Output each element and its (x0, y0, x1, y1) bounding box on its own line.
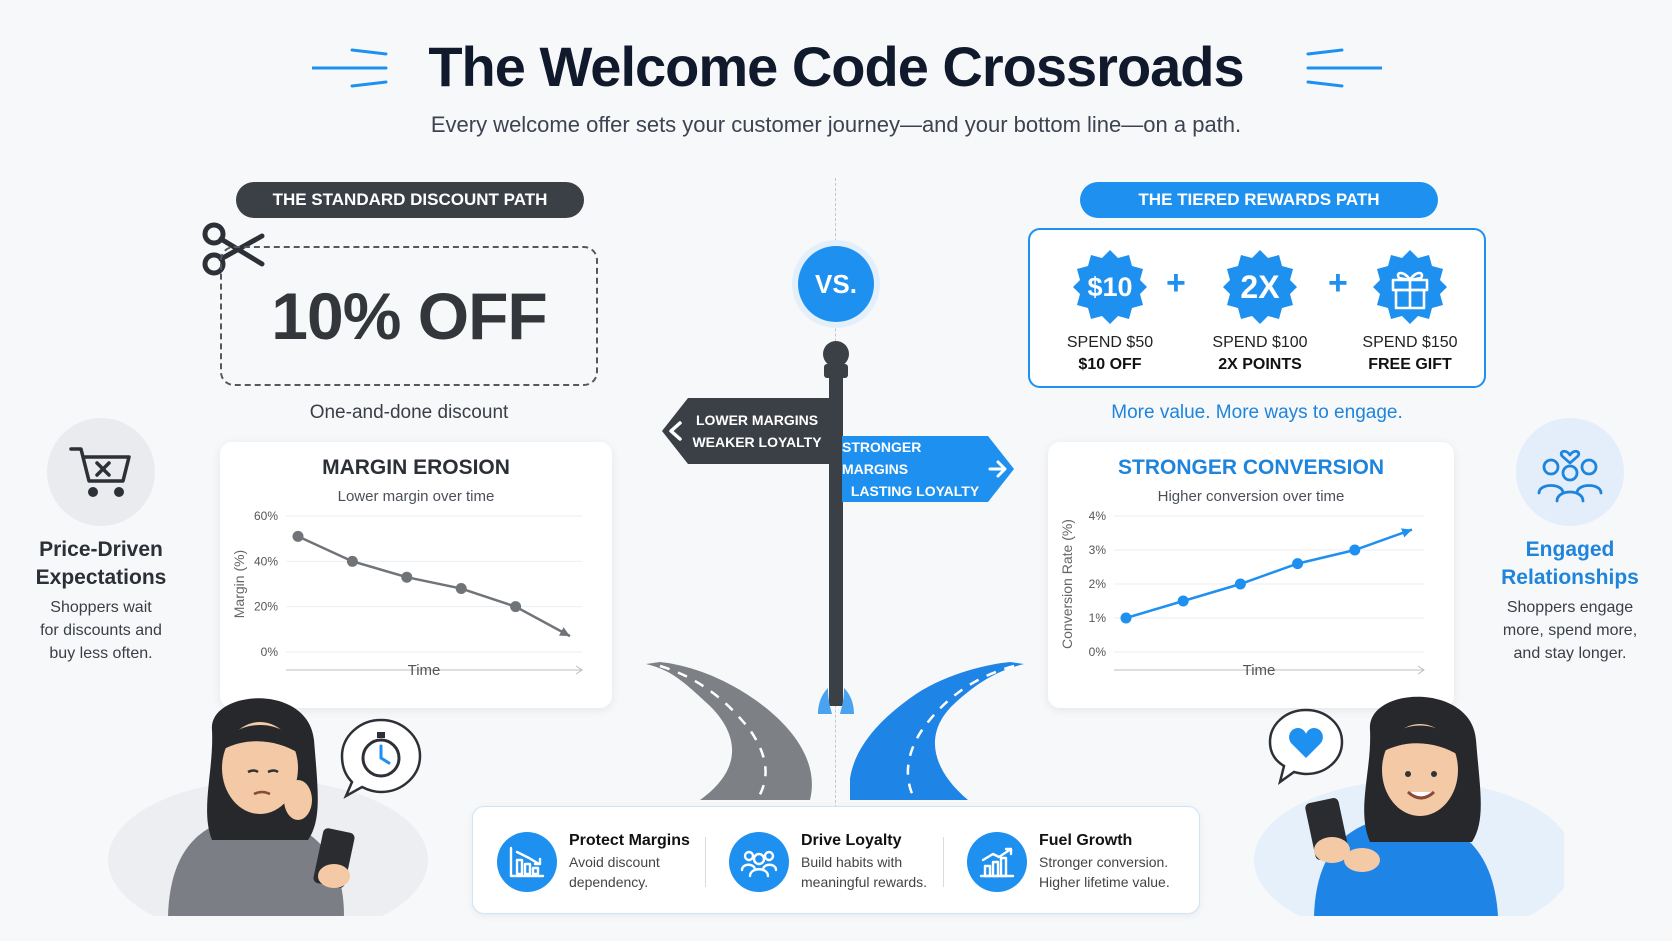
header-decoration-right (1306, 46, 1384, 101)
stopwatch-icon (336, 716, 426, 807)
discount-coupon: 10% OFF (220, 246, 598, 386)
declining-chart-icon (497, 832, 557, 892)
standard-path-label: THE STANDARD DISCOUNT PATH (236, 182, 584, 218)
y-tick-label: 3% (1089, 543, 1107, 557)
conversion-chart-title: STRONGER CONVERSION (1117, 456, 1385, 479)
margin-erosion-chart: 0% 20% 40% 60% Time Margin (%) (231, 509, 583, 679)
page-subtitle: Every welcome offer sets your customer j… (430, 112, 1242, 137)
margin-erosion-card: MARGIN EROSION Lower margin over time 0%… (220, 442, 612, 708)
community-icon-circle (1516, 418, 1624, 526)
series-line (1125, 528, 1413, 620)
data-point (455, 583, 467, 595)
benefit-divider-2 (943, 837, 944, 887)
tier-1-badge: $10 (1073, 250, 1147, 324)
stronger-conversion-card: STRONGER CONVERSION Higher conversion ov… (1048, 442, 1454, 708)
y-tick-label: 4% (1089, 509, 1107, 523)
y-tick-label: 0% (1089, 645, 1107, 659)
cart-icon-circle (47, 418, 155, 526)
data-point (401, 571, 413, 583)
tier-2: 2X SPEND $100 2X POINTS (1190, 248, 1330, 374)
shopping-cart-icon (69, 447, 131, 497)
series-arrow-head (1401, 528, 1412, 538)
x-axis-label: Time (408, 662, 441, 679)
y-tick-label: 0% (261, 645, 279, 659)
data-point (510, 601, 522, 613)
svg-text:$10: $10 (1087, 272, 1132, 302)
signpost (810, 340, 862, 725)
benefit-divider-1 (705, 837, 706, 887)
group-icon (729, 832, 789, 892)
y-tick-label: 20% (254, 600, 278, 614)
x-axis-arrow (575, 665, 583, 675)
gray-road (620, 660, 820, 805)
tier-1: $10 SPEND $50 $10 OFF (1040, 248, 1180, 374)
benefit-fuel-growth: Fuel Growth Stronger conversion.Higher l… (967, 831, 1170, 893)
y-tick-label: 1% (1089, 611, 1107, 625)
data-point (1349, 544, 1361, 556)
data-point (292, 530, 304, 542)
happy-shopper-illustration (1244, 690, 1574, 940)
heart-speech-bubble-icon (1264, 706, 1348, 791)
y-tick-label: 60% (254, 509, 278, 523)
coupon-caption: One-and-done discount (309, 402, 509, 423)
series-line (297, 535, 571, 638)
tier-3: SPEND $150 FREE GIFT (1340, 248, 1480, 374)
data-point (346, 555, 358, 567)
arrow-left-icon (666, 420, 686, 447)
blue-road (849, 660, 1050, 805)
conversion-chart-subtitle: Higher conversion over time (1157, 488, 1345, 505)
series-arrow-head (559, 627, 570, 637)
tiered-path-label: THE TIERED REWARDS PATH (1080, 182, 1438, 218)
margin-chart-subtitle: Lower margin over time (337, 488, 495, 505)
y-tick-label: 2% (1089, 577, 1107, 591)
y-tick-label: 40% (254, 554, 278, 568)
data-point (1177, 595, 1189, 607)
tiered-rewards-box: $10 SPEND $50 $10 OFF + 2X SPEND $100 2X… (1028, 228, 1486, 388)
growth-chart-icon (967, 832, 1027, 892)
svg-text:2X: 2X (1240, 269, 1280, 305)
tier-caption: More value. More ways to engage. (1111, 402, 1403, 423)
data-point (1120, 612, 1132, 624)
page-title: The Welcome Code Crossroads (428, 35, 1244, 98)
data-point (1234, 578, 1246, 590)
data-point (1292, 558, 1304, 570)
y-axis-label: Conversion Rate (%) (1059, 519, 1075, 649)
margin-chart-title: MARGIN EROSION (322, 456, 510, 479)
vs-badge: VS. (798, 246, 874, 322)
header-decoration-left (310, 46, 388, 101)
plus-sign-2: + (1328, 264, 1348, 302)
stronger-conversion-chart: 0% 1% 2% 3% 4% Time Conversion Rate (%) (1059, 509, 1425, 679)
x-axis-label: Time (1243, 662, 1276, 679)
arrow-right-icon (988, 458, 1010, 485)
x-axis-arrow (1417, 665, 1425, 675)
plus-sign-1: + (1166, 264, 1186, 302)
y-axis-label: Margin (%) (231, 550, 247, 618)
worried-shopper-illustration (108, 690, 428, 940)
engaged-people-icon (1537, 449, 1603, 503)
gift-icon (1373, 250, 1447, 324)
tier-2-badge: 2X (1223, 250, 1297, 324)
